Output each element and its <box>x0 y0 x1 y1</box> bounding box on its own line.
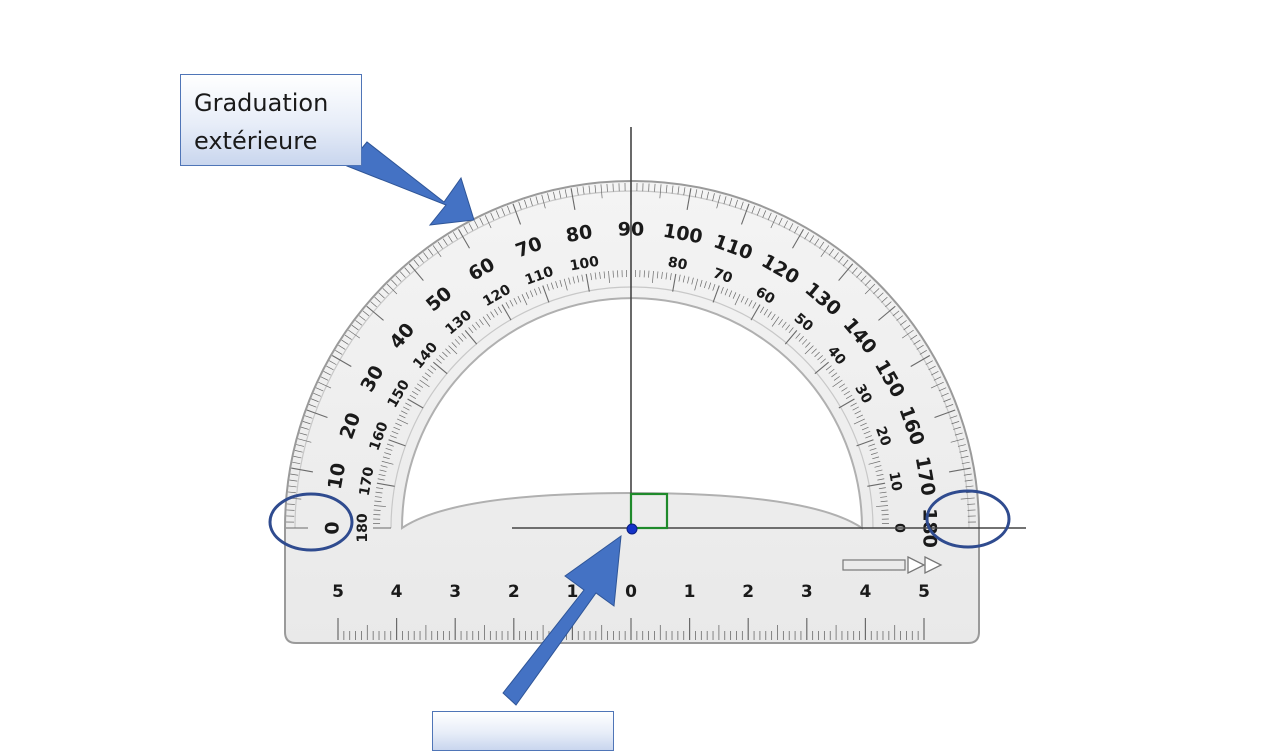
ruler-label: 5 <box>332 582 344 602</box>
ruler-label: 2 <box>742 582 754 602</box>
center-callout <box>432 711 614 751</box>
inner-scale-label: 80 <box>667 255 689 274</box>
arrow-to-outer-scale <box>347 142 474 225</box>
ruler-label: 3 <box>449 582 461 602</box>
ruler-label: 0 <box>625 582 637 602</box>
outer-scale-label: 10 <box>324 461 350 491</box>
ruler-label: 1 <box>684 582 696 602</box>
center-point <box>627 524 637 534</box>
ruler-label: 4 <box>859 582 871 602</box>
ruler-label: 4 <box>391 582 403 602</box>
ruler-label: 2 <box>508 582 520 602</box>
inner-scale-label: 10 <box>885 470 904 492</box>
inner-scale-label: 180 <box>355 513 371 542</box>
callout-line: Graduation <box>194 84 361 122</box>
outer-scale-label: 0 <box>322 521 344 534</box>
outer-scale-callout: Graduation extérieure <box>180 74 362 166</box>
ruler-label: 3 <box>801 582 813 602</box>
outer-scale-label: 80 <box>564 221 594 247</box>
callout-line: extérieure <box>194 122 361 160</box>
ruler-label: 5 <box>918 582 930 602</box>
